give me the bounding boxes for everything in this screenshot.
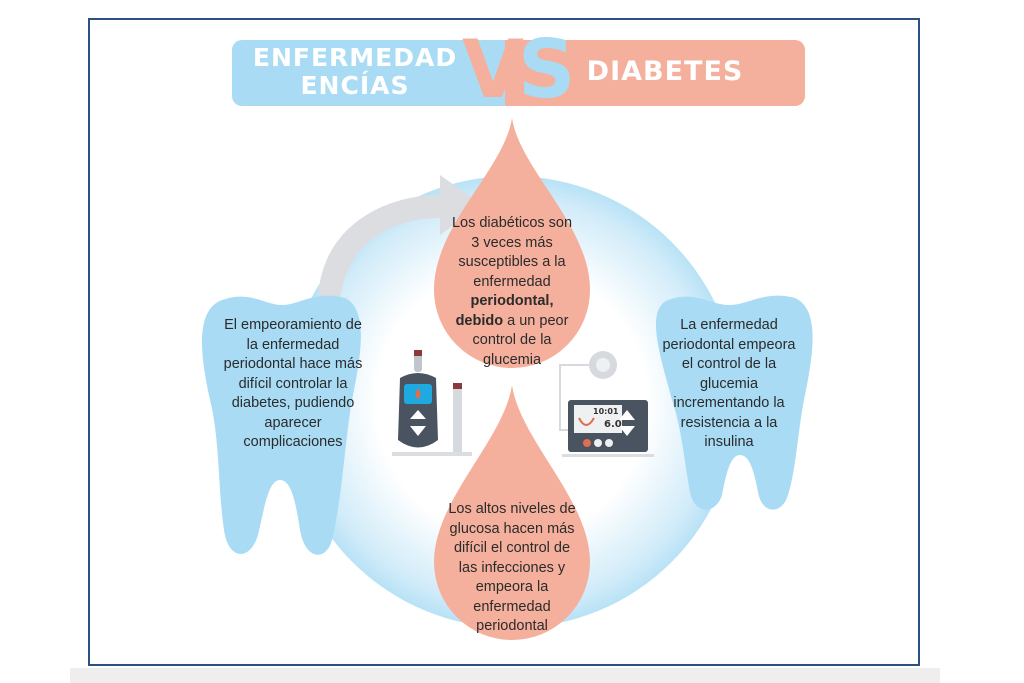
vs-label: VS (462, 30, 576, 110)
bottom-drop (434, 385, 590, 640)
glucometer-icon (392, 350, 472, 456)
banner-title-gum-disease: ENFERMEDAD ENCÍAS (240, 44, 470, 100)
banner-left (232, 40, 532, 106)
left-tooth-text: El empeoramiento de la enfermedad period… (223, 317, 363, 450)
vs-s: S (517, 23, 576, 116)
bottom-strip (70, 668, 940, 683)
banner-title-diabetes: DIABETES (586, 56, 744, 87)
top-drop-text-bold: periodontal, debido (455, 293, 554, 329)
pump-reading: 6.0 (604, 419, 622, 430)
left-tooth (201, 295, 361, 555)
top-drop-text-tail: a un peor control de la glucemia (472, 312, 569, 368)
top-drop-text-plain: Los diabéticos son 3 veces más susceptib… (451, 215, 573, 290)
pump-time: 10:01 (593, 407, 619, 416)
vs-v: V (462, 23, 524, 116)
top-drop (434, 118, 590, 368)
title-line-2: ENCÍAS (300, 71, 410, 100)
right-tooth (655, 295, 813, 510)
banner-right (505, 40, 805, 106)
cycle-arrow-icon (318, 175, 482, 300)
right-tooth-text: La enfermedad periodontal empeora el con… (662, 317, 796, 450)
insulin-pump-icon (559, 351, 654, 457)
title-line-1: ENFERMEDAD (252, 43, 458, 72)
bottom-drop-text: Los altos niveles de glucosa hacen más d… (448, 501, 576, 634)
top-drop-text: Los diabéticos son 3 veces más susceptib… (448, 214, 576, 370)
